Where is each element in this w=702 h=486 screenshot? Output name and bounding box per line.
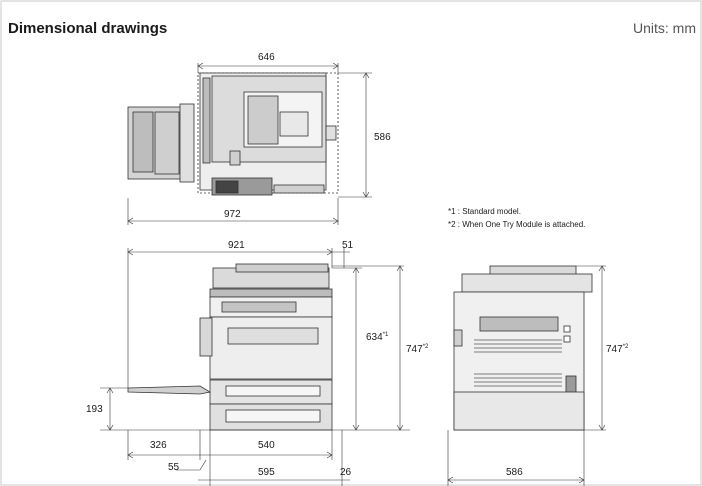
side-view-drawing	[453, 265, 593, 431]
dim-front-right-offset: 51	[342, 240, 354, 251]
page-title: Dimensional drawings	[8, 20, 168, 37]
dim-top-depth: 586	[374, 132, 391, 143]
note-one-try-module: *2 : When One Try Module is attached.	[448, 220, 585, 229]
dim-front-base-width: 540	[258, 440, 275, 451]
dim-front-full-width: 595	[258, 467, 275, 478]
dim-front-height-std: 634*1	[366, 332, 389, 343]
dim-front-left-gap: 55	[168, 462, 180, 473]
note-standard-model: *1 : Standard model.	[448, 207, 521, 216]
front-view-dimensions	[100, 248, 410, 486]
units-label: Units: mm	[633, 20, 696, 36]
top-view-drawing	[127, 72, 339, 196]
dim-front-tray-ext: 326	[150, 440, 167, 451]
dim-side-depth: 586	[506, 467, 523, 478]
dim-front-overall: 921	[228, 240, 245, 251]
dim-front-tray-height: 193	[86, 404, 103, 415]
dim-front-right-gap: 26	[340, 467, 352, 478]
front-view-drawing	[127, 263, 333, 431]
dim-top-total: 972	[224, 209, 241, 220]
dim-top-width: 646	[258, 52, 275, 63]
side-view-dimensions	[447, 265, 606, 486]
top-view-dimensions	[127, 62, 372, 225]
dim-side-height: 747*2	[606, 344, 629, 355]
dim-front-height-opt: 747*2	[406, 344, 429, 355]
